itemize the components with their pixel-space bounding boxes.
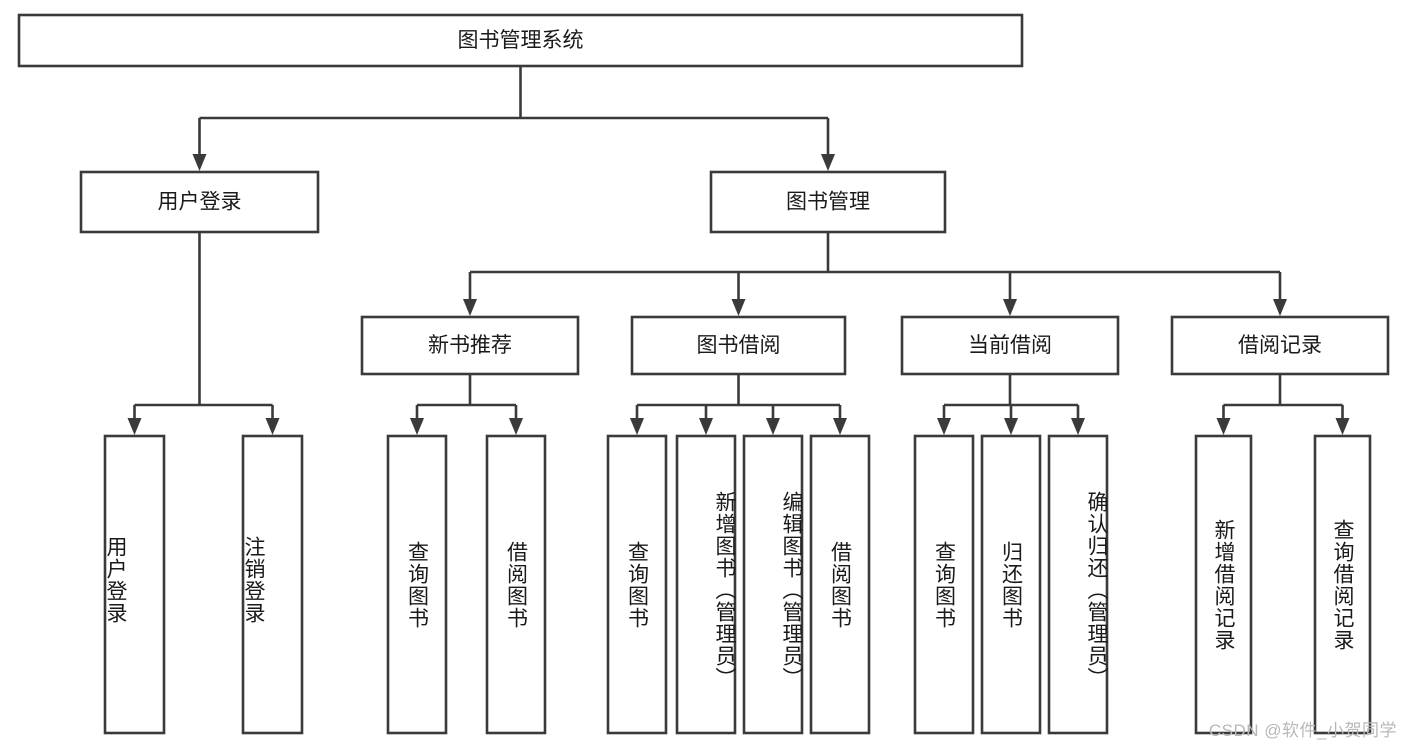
node-box-新书推荐[interactable]: [360, 315, 580, 376]
node-box-查询图书[interactable]: [913, 434, 975, 735]
arrow-head-icon: [463, 299, 477, 316]
node-box-用户登录[interactable]: [103, 434, 166, 735]
arrow-head-icon: [699, 418, 713, 435]
arrow-head-icon: [410, 418, 424, 435]
arrow-head-icon: [192, 154, 207, 171]
arrow-head-icon: [1335, 418, 1350, 435]
csdn-watermark: CSDN @软件_小贺同学: [1208, 721, 1397, 740]
node-box-图书借阅[interactable]: [630, 315, 847, 376]
arrow-head-icon: [1071, 418, 1085, 435]
arrow-head-icon: [265, 418, 280, 435]
node-label-新书推荐: 新书推荐: [428, 334, 512, 357]
node-box-用户登录[interactable]: [79, 170, 320, 234]
node-label-用户登录: 用户登录: [158, 191, 242, 214]
arrow-head-icon: [127, 418, 142, 435]
node-box-查询图书[interactable]: [386, 434, 448, 735]
node-box-归还图书[interactable]: [980, 434, 1042, 735]
node-label-图书管理系统: 图书管理系统: [458, 29, 584, 52]
arrow-head-icon: [731, 299, 746, 316]
node-box-确认归还管理员[interactable]: [1047, 434, 1109, 735]
node-label-图书借阅: 图书借阅: [697, 334, 781, 357]
node-box-新增借阅记录[interactable]: [1194, 434, 1253, 735]
node-label-图书管理: 图书管理: [786, 191, 870, 214]
node-box-借阅图书[interactable]: [485, 434, 547, 735]
node-box-当前借阅[interactable]: [900, 315, 1120, 376]
arrow-head-icon: [630, 418, 644, 435]
arrow-head-icon: [1004, 418, 1018, 435]
node-box-新增图书管理员[interactable]: [675, 434, 737, 735]
node-box-查询借阅记录[interactable]: [1313, 434, 1372, 735]
node-box-layer: [17, 13, 1390, 735]
node-box-查询图书[interactable]: [606, 434, 668, 735]
node-box-借阅图书[interactable]: [809, 434, 871, 735]
node-box-注销登录[interactable]: [241, 434, 304, 735]
node-box-图书管理系统[interactable]: [17, 13, 1024, 68]
arrow-head-icon: [1216, 418, 1231, 435]
arrow-head-icon: [937, 418, 951, 435]
node-label-当前借阅: 当前借阅: [968, 334, 1052, 357]
node-label-借阅记录: 借阅记录: [1238, 334, 1322, 357]
arrow-head-icon: [1003, 299, 1017, 316]
node-box-图书管理[interactable]: [709, 170, 947, 234]
connector-layer: [127, 66, 1350, 435]
arrow-head-icon: [1273, 299, 1287, 316]
arrow-head-icon: [766, 418, 780, 435]
arrow-head-icon: [833, 418, 847, 435]
arrow-head-icon: [509, 418, 523, 435]
node-box-借阅记录[interactable]: [1170, 315, 1390, 376]
arrow-head-icon: [821, 154, 835, 171]
node-box-编辑图书管理员[interactable]: [742, 434, 804, 735]
